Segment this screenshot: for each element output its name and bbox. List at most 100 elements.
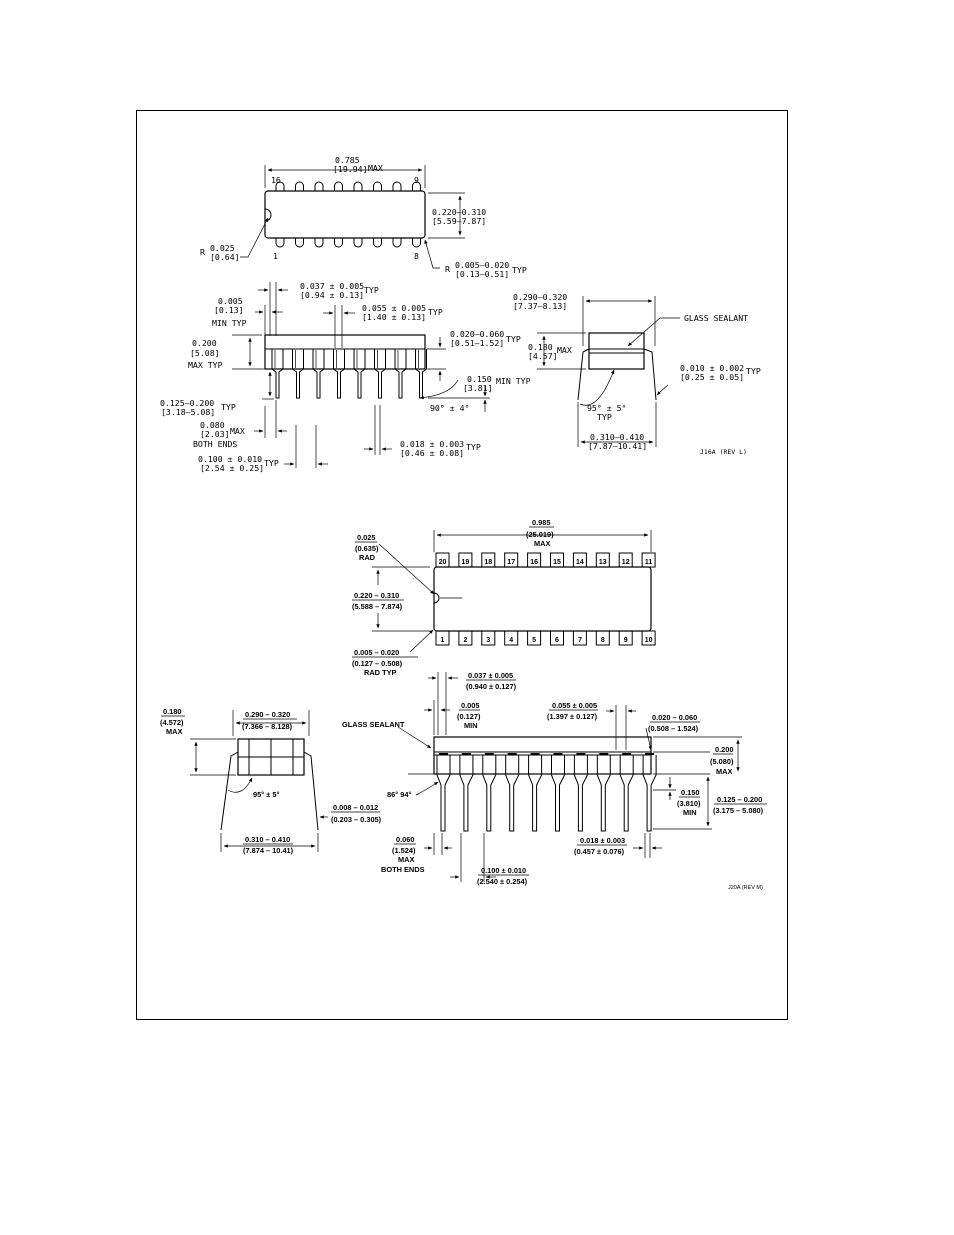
j16a-height-mm: [5.08] bbox=[190, 348, 220, 358]
j16a-corner-r-mm: [0.13–0.51] bbox=[455, 269, 509, 279]
j20a-shoulder-in: 0.037 ± 0.005 bbox=[468, 671, 513, 680]
j16a-top-pin bbox=[275, 181, 285, 191]
j16a-seat-mm: [3.81] bbox=[463, 383, 493, 393]
j16a-lead-dia-mm: [0.46 ± 0.08] bbox=[400, 448, 464, 458]
j20a-pitch-in: 0.100 ± 0.010 bbox=[481, 866, 526, 875]
j20a-bottom-pin bbox=[504, 630, 519, 646]
j20a-bottom-pin-number: 1 bbox=[441, 637, 445, 644]
j20a-notch-mm: (0.635) bbox=[355, 544, 379, 553]
j16a-lead-dia-note: TYP bbox=[466, 442, 481, 452]
j20a-side-lead bbox=[551, 755, 565, 832]
j20a-lead-seal bbox=[461, 753, 471, 755]
j20a-end-note: MAX bbox=[398, 855, 414, 864]
j20a-top-pin bbox=[458, 552, 473, 568]
j20a-lead-len-mm: (3.175 – 5.080) bbox=[713, 806, 764, 815]
j20a-top-pin-number: 19 bbox=[462, 559, 470, 566]
j20a-seat-mm: (3.810) bbox=[677, 799, 701, 808]
j16a-bottom-pin bbox=[334, 238, 343, 248]
j16a-seat-in: 0.150 bbox=[467, 374, 492, 384]
j16a-bottom-pin bbox=[392, 238, 402, 248]
j20a-side-lead bbox=[482, 755, 497, 832]
j20a-bottom-pin-number: 5 bbox=[532, 637, 536, 644]
j20a-top-pin bbox=[550, 552, 564, 568]
j20a-top-pin-number: 17 bbox=[507, 559, 515, 566]
j16a-min-gap-mm: [0.13] bbox=[214, 305, 244, 315]
j16a-ref-label: J16A (REV L) bbox=[700, 448, 747, 456]
j20a-top-pin-number: 20 bbox=[439, 559, 447, 566]
j20a-bottom-pin-number: 4 bbox=[509, 637, 513, 644]
j16a-side-lead bbox=[333, 349, 345, 399]
j16a-pin16-label: 16 bbox=[271, 175, 281, 185]
j20a-top-pin bbox=[527, 552, 542, 568]
j20a-bottom-pin-number: 3 bbox=[486, 637, 490, 644]
j16a-min-gap-in: 0.005 bbox=[218, 296, 243, 306]
j20a-lead-dia-in: 0.018 ± 0.003 bbox=[580, 836, 625, 845]
j16a-end-height-note: MAX bbox=[557, 345, 572, 355]
j16a-pitch-note: TYP bbox=[264, 458, 279, 468]
j16a-end-height-in: 0.180 bbox=[528, 342, 553, 352]
j16a-top-pin bbox=[373, 181, 382, 191]
j20a-width-in: 0.220 – 0.310 bbox=[354, 591, 399, 600]
j16a-pin1-label: 1 bbox=[273, 251, 278, 261]
j20a-lead-seal bbox=[599, 753, 609, 755]
j16a-side-lead bbox=[312, 349, 325, 399]
j16a-sealant-label: GLASS SEALANT bbox=[684, 313, 748, 323]
j20a-side-angle: 86° 94° bbox=[387, 790, 411, 799]
j20a-side-lead bbox=[573, 755, 588, 832]
j20a-end-left-lead bbox=[220, 751, 239, 831]
j16a-lead-wide-in: 0.055 ± 0.005 bbox=[362, 303, 426, 313]
j20a-lead-dia-mm: (0.457 ± 0.076) bbox=[574, 847, 625, 856]
j20a-top-pin-number: 12 bbox=[622, 559, 630, 566]
j16a-width-in: 0.220–0.310 bbox=[432, 207, 486, 217]
j16a-top-pin bbox=[392, 181, 402, 191]
j20a-top-pin bbox=[504, 552, 519, 568]
j20a-ref-label: J20A (REV M) bbox=[728, 885, 763, 891]
j20a-height-mm: (5.080) bbox=[710, 757, 734, 766]
j16a-notch-r-mm: [0.64] bbox=[210, 252, 240, 262]
j16a-lead-dia-in: 0.018 ± 0.003 bbox=[400, 439, 464, 449]
j20a-side-lead bbox=[459, 755, 474, 832]
j16a-pin8-label: 8 bbox=[414, 251, 419, 261]
j20a-length-mm: (25.019) bbox=[526, 530, 554, 539]
j16a-end-span-mm: [7.87–10.41] bbox=[588, 441, 647, 451]
j16a-shoulder-mm: [0.94 ± 0.13] bbox=[300, 290, 364, 300]
j16a-bottom-pin bbox=[295, 238, 304, 248]
j20a-lead-seal bbox=[622, 753, 632, 755]
j16a-end-note: MAX bbox=[230, 426, 245, 436]
j20a-lead-th-mm: (0.203 – 0.305) bbox=[331, 815, 382, 824]
j20a-top-pin bbox=[435, 552, 450, 568]
j20a-corner-in: 0.005 – 0.020 bbox=[354, 648, 399, 657]
j20a-lead-seal bbox=[484, 753, 494, 755]
j20a-notch-in: 0.025 bbox=[357, 533, 376, 542]
j20a-bottom-pin bbox=[481, 630, 496, 646]
j20a-min-gap-note: MIN bbox=[464, 721, 478, 730]
j20a-side-lead bbox=[619, 755, 634, 832]
j16a-end-mm: [2.03] bbox=[200, 429, 230, 439]
j20a-top-body bbox=[433, 566, 652, 632]
j16a-end-height-mm: [4.57] bbox=[528, 351, 558, 361]
j16a-end-width-mm: [7.37–8.13] bbox=[513, 301, 567, 311]
j20a-bottom-pin-number: 8 bbox=[601, 637, 605, 644]
j20a-bottom-pin-number: 7 bbox=[578, 637, 582, 644]
j20a-end-right-lead bbox=[303, 751, 319, 831]
j16a-end-width-in: 0.290–0.320 bbox=[513, 292, 567, 302]
j16a-height-note: MAX TYP bbox=[188, 360, 223, 370]
j16a-side-lead bbox=[271, 349, 284, 399]
j20a-sealant-label: GLASS SEALANT bbox=[342, 720, 405, 729]
j16a-top-pin bbox=[334, 181, 343, 191]
j16a-length-note: MAX bbox=[368, 163, 383, 173]
j20a-bottom-pin-number: 2 bbox=[463, 637, 467, 644]
j16a-width-mm: [5.59–7.87] bbox=[432, 216, 486, 226]
j20a-bottom-pin bbox=[595, 630, 610, 646]
j16a-length-in: 0.785 bbox=[335, 155, 360, 165]
j16a-top-view: 0.785 [19.94] MAX 16 9 1 8 0.220–0.310 [… bbox=[200, 155, 527, 279]
j20a-end-span-in: 0.310 – 0.410 bbox=[245, 835, 290, 844]
j16a-corner-r-in: 0.005–0.020 bbox=[455, 260, 509, 270]
j16a-shoulder-note: TYP bbox=[364, 285, 379, 295]
j16a-side-lead bbox=[374, 349, 386, 399]
j20a-lead-seal bbox=[553, 753, 563, 755]
j20a-end-width-in: 0.290 – 0.320 bbox=[245, 710, 290, 719]
j20a-seat-in: 0.150 bbox=[681, 788, 700, 797]
j20a-bottom-pin bbox=[641, 630, 656, 646]
